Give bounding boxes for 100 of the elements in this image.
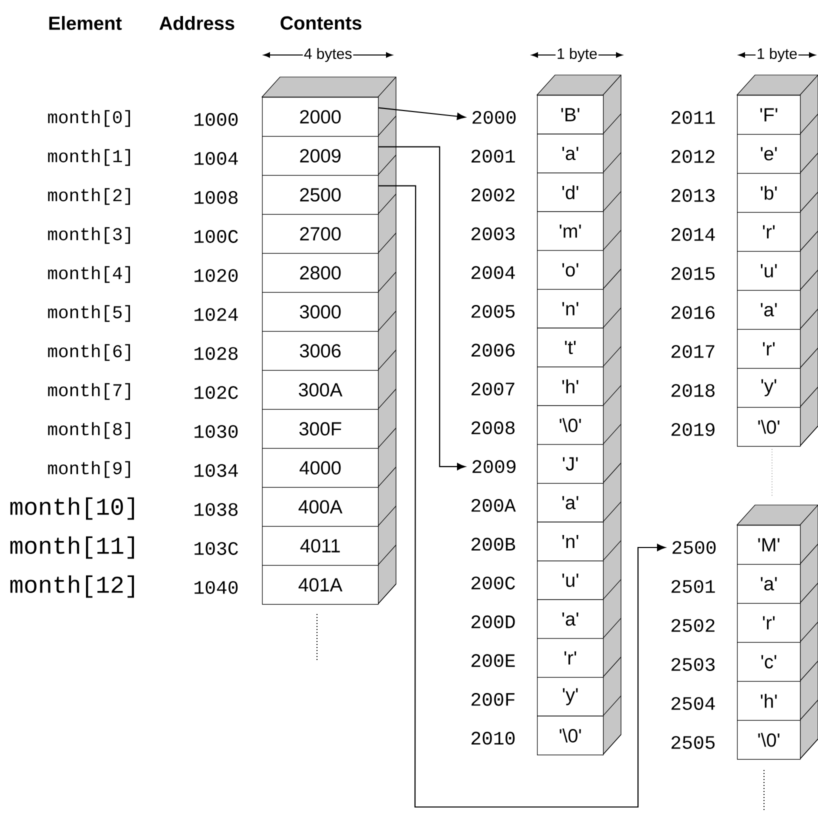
address-label: 2505 [669,735,717,750]
element-name: month[4] [46,265,135,284]
memory-cell: 2700 [262,214,379,254]
address-label: 2007 [469,382,517,396]
address-label: 200B [469,536,517,552]
memory-cell: '\0' [537,405,604,445]
address-label: 1004 [192,151,240,166]
address-label: 2500 [672,541,716,554]
address-label: 1040 [192,580,240,595]
column-header: Address [158,15,236,31]
dimension-label: 4 bytes [302,47,354,63]
address-label: 100C [192,229,240,244]
memory-cell: 2500 [262,175,379,215]
memory-cell: 'a' [537,483,604,522]
address-label: 2004 [469,265,517,280]
memory-cell: 'a' [537,599,604,639]
element-name: month[10] [8,496,140,521]
element-name: month[8] [46,421,135,440]
address-label: 2000 [472,110,516,124]
memory-cell: 4000 [262,448,379,488]
address-label: 1024 [192,307,240,322]
memory-cell: 'M' [737,525,801,565]
address-label: 103C [192,541,240,556]
memory-cell: 'e' [737,134,801,174]
element-name: month[9] [46,460,135,479]
address-label: 1038 [192,502,240,517]
memory-cell: 'a' [537,134,604,174]
element-name: month[5] [46,304,135,323]
address-label: 2019 [669,422,717,437]
memory-cell: 'y' [537,677,604,716]
memory-cell: 2000 [262,97,379,137]
address-label: 1020 [192,268,240,283]
memory-cell: 'm' [537,211,604,251]
address-label: 2016 [669,305,717,320]
memory-cell: 2009 [262,136,379,176]
memory-cell: 'r' [537,638,604,678]
address-label: 2011 [669,110,717,125]
memory-cell: 'J' [537,444,604,484]
memory-cell: 'n' [537,522,604,562]
memory-cell: 401A [262,565,379,605]
address-label: 2015 [669,266,717,281]
memory-cell: 'r' [737,212,801,252]
memory-cell: 'a' [737,290,801,330]
memory-cell: 'o' [537,250,604,290]
memory-cell: 300A [262,370,379,410]
address-label: 1034 [192,463,240,478]
arrow [378,107,466,120]
arrow [378,185,666,808]
element-name: month[2] [46,187,135,206]
memory-cell: '\0' [537,716,604,756]
address-label: 2002 [469,188,517,202]
address-label: 200C [469,576,517,590]
memory-cell: 't' [537,328,604,368]
address-label: 2008 [469,420,517,436]
address-label: 2502 [669,618,717,633]
memory-cell: 'B' [537,95,604,134]
address-label: 2010 [469,730,517,746]
memory-cell: 'b' [737,173,801,213]
memory-cell: 4011 [262,526,379,566]
address-label: 2501 [669,579,717,594]
memory-cell: 300F [262,409,379,449]
address-label: 2001 [469,148,517,164]
address-label: 200A [469,498,517,513]
memory-cell: 2800 [262,253,379,293]
address-label: 1000 [192,112,240,127]
dimension-label: 1 byte [556,47,598,63]
memory-cell: '\0' [737,720,801,760]
memory-cell: 'u' [537,560,604,600]
address-label: 2014 [669,227,717,242]
memory-cell: 'd' [537,172,604,212]
element-name: month[3] [46,226,135,245]
element-name: month[7] [46,382,135,401]
address-label: 102C [192,385,240,400]
memory-cell: 3006 [262,331,379,371]
address-label: 2012 [669,149,717,164]
memory-cell: 'h' [737,681,801,721]
element-name: month[0] [46,109,135,128]
address-label: 2018 [669,383,717,398]
arrow [378,146,466,470]
memory-cell: 'c' [737,642,801,682]
address-label: 2017 [669,344,717,359]
address-label: 2009 [472,460,516,474]
dimension-label: 1 byte [756,47,798,63]
address-label: 2006 [469,342,517,358]
column-header: Element [47,15,123,31]
address-label: 2005 [469,304,517,319]
element-name: month[1] [46,148,135,167]
address-label: 2504 [669,696,717,711]
element-name: month[12] [8,574,140,599]
column-header: Contents [278,15,364,31]
memory-cell: 'n' [537,289,604,328]
address-label: 200F [469,692,517,707]
memory-cell: 3000 [262,292,379,332]
element-name: month[6] [46,343,135,362]
address-label: 200E [469,653,517,668]
memory-cell: 400A [262,487,379,527]
memory-cell: 'y' [737,368,801,408]
address-label: 1008 [192,190,240,205]
address-label: 1030 [192,424,240,439]
address-label: 1028 [192,346,240,361]
